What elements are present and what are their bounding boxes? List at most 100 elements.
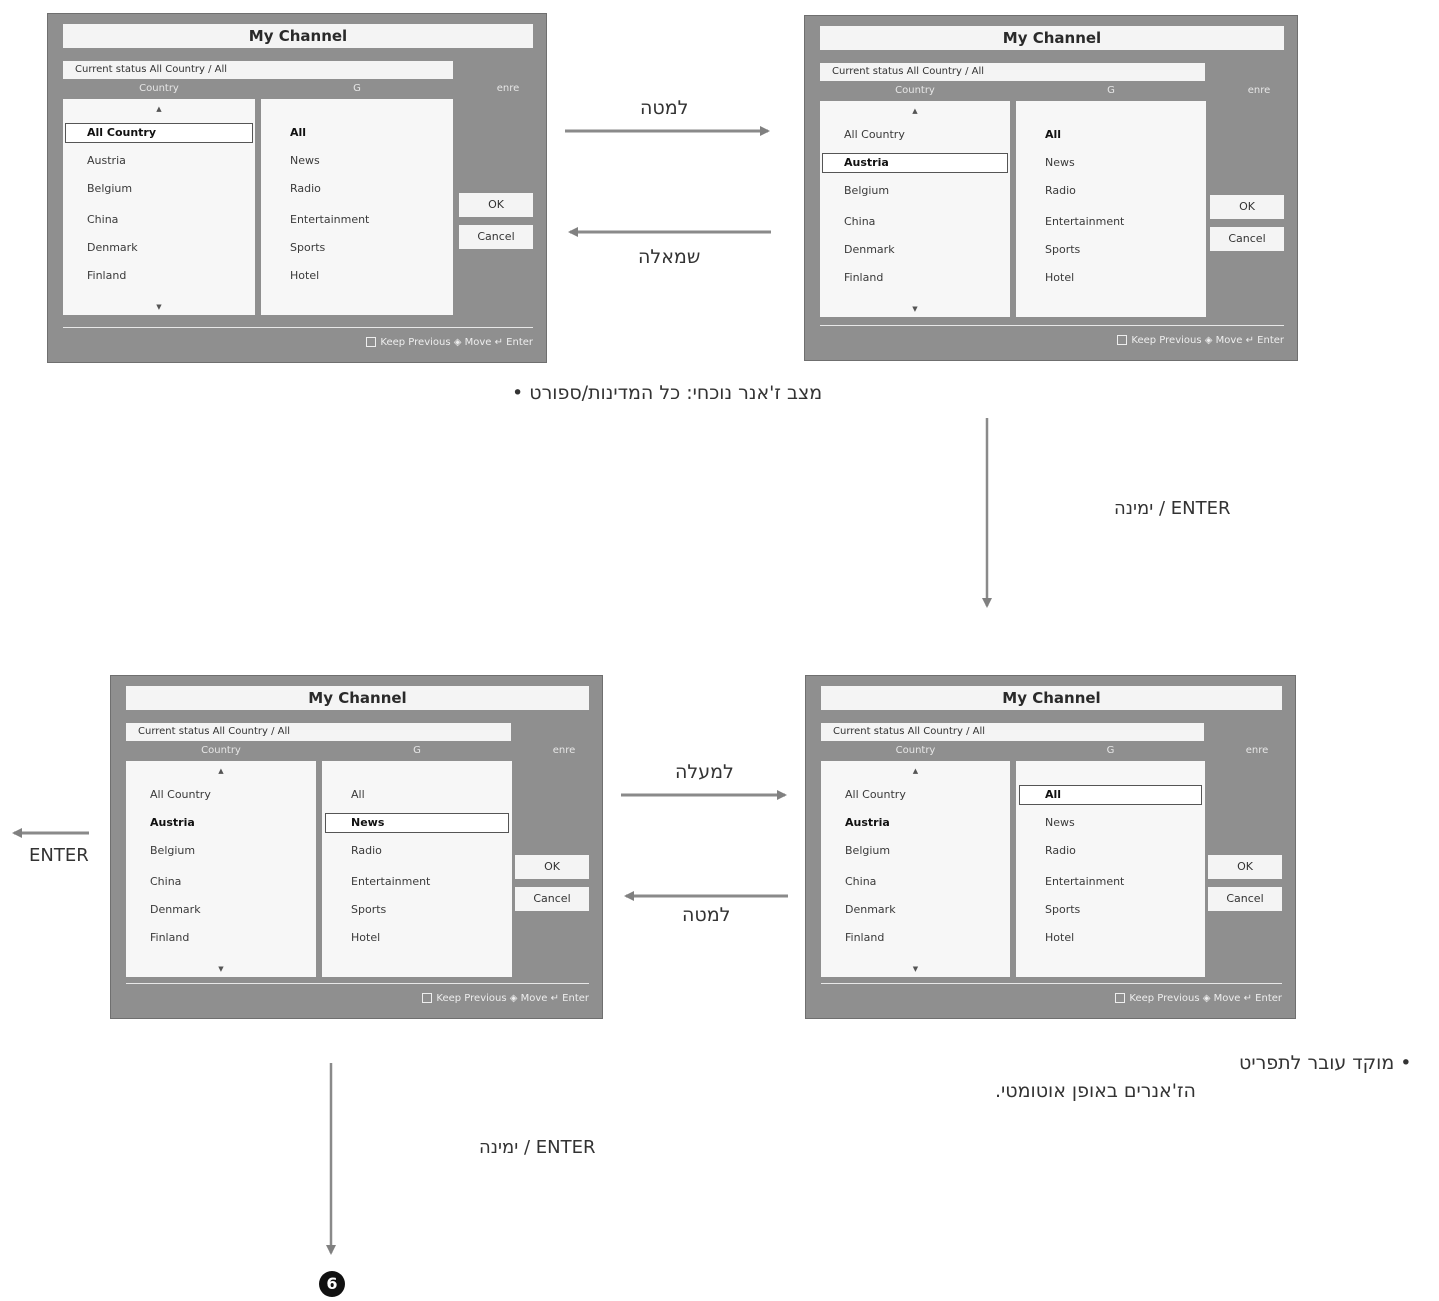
panel-title: My Channel	[821, 686, 1282, 710]
genre-item[interactable]: Hotel	[351, 931, 381, 944]
genre-column-header-part-g: G	[1106, 745, 1115, 756]
country-item[interactable]: Denmark	[150, 903, 201, 916]
genre-item[interactable]: Entertainment	[1045, 215, 1125, 228]
country-item[interactable]: Austria	[87, 154, 126, 167]
genre-item[interactable]: All	[1019, 785, 1202, 805]
genre-item[interactable]: Radio	[1045, 844, 1076, 857]
country-item[interactable]: Finland	[87, 269, 127, 282]
genre-column-header-part-enre: enre	[1245, 745, 1269, 756]
country-item[interactable]: Austria	[150, 816, 195, 829]
genre-item[interactable]: Entertainment	[290, 213, 370, 226]
country-item[interactable]: China	[150, 875, 182, 888]
genre-item[interactable]: News	[325, 813, 509, 833]
country-column-header: Country	[139, 83, 179, 94]
country-item[interactable]: China	[844, 215, 876, 228]
panel-title: My Channel	[63, 24, 533, 48]
country-column-header: Country	[201, 745, 241, 756]
label-enter-right-top: ENTER / ימינה	[1114, 498, 1231, 519]
genre-item[interactable]: Entertainment	[1045, 875, 1125, 888]
scroll-down-icon[interactable]: ▼	[156, 303, 162, 311]
ok-button[interactable]: OK	[515, 855, 589, 879]
footer-divider	[126, 983, 589, 984]
footer-divider	[821, 983, 1282, 984]
genre-item[interactable]: Sports	[290, 241, 326, 254]
current-status-bar: Current status All Country / All	[820, 63, 1205, 81]
genre-item[interactable]: Sports	[1045, 243, 1081, 256]
country-item[interactable]: All Country	[844, 128, 905, 141]
genre-item[interactable]: Sports	[351, 903, 387, 916]
genre-item[interactable]: Sports	[1045, 903, 1081, 916]
genre-item[interactable]: News	[1045, 816, 1075, 829]
scroll-up-icon[interactable]: ▲	[912, 767, 919, 775]
cancel-button[interactable]: Cancel	[515, 887, 589, 911]
caption-top: מצב ז'אנר נוכחי: כל המדינות/ספורט •	[512, 382, 823, 404]
label-left-top: שמאלה	[638, 246, 701, 268]
genre-item[interactable]: All	[290, 126, 307, 139]
country-item[interactable]: China	[845, 875, 877, 888]
current-status-bar: Current status All Country / All	[126, 723, 511, 741]
country-item[interactable]: Denmark	[845, 903, 896, 916]
country-item[interactable]: Belgium	[845, 844, 891, 857]
cancel-button[interactable]: Cancel	[459, 225, 533, 249]
country-item[interactable]: Austria	[822, 153, 1008, 173]
footer-key-guide: Keep Previous ◈ Move ↵ Enter	[820, 334, 1284, 348]
genre-item[interactable]: Hotel	[1045, 271, 1075, 284]
scroll-down-icon[interactable]: ▼	[912, 965, 919, 973]
scroll-up-icon[interactable]: ▲	[156, 105, 162, 113]
genre-item[interactable]: Radio	[1045, 184, 1076, 197]
country-item[interactable]: Austria	[845, 816, 890, 829]
genre-item[interactable]: All	[1045, 128, 1062, 141]
genre-item[interactable]: News	[290, 154, 320, 167]
footer-text: Keep Previous ◈ Move ↵ Enter	[1129, 993, 1282, 1004]
cancel-button[interactable]: Cancel	[1210, 227, 1284, 251]
cancel-button[interactable]: Cancel	[1208, 887, 1282, 911]
ok-button[interactable]: OK	[1208, 855, 1282, 879]
footer-text: Keep Previous ◈ Move ↵ Enter	[1131, 335, 1284, 346]
country-item[interactable]: All Country	[150, 788, 211, 801]
genre-item[interactable]: All	[351, 788, 365, 801]
keep-previous-icon	[366, 337, 377, 347]
genre-column-header-part-enre: enre	[1247, 85, 1271, 96]
country-item[interactable]: Belgium	[844, 184, 890, 197]
scroll-up-icon[interactable]: ▲	[218, 767, 224, 775]
country-item[interactable]: Denmark	[87, 241, 138, 254]
country-item[interactable]: Belgium	[150, 844, 196, 857]
label-enter-right-bottom: ENTER / ימינה	[479, 1137, 596, 1158]
country-item[interactable]: Finland	[845, 931, 885, 944]
label-up-bottom: למעלה	[675, 761, 734, 783]
country-item[interactable]: Finland	[150, 931, 190, 944]
scroll-up-icon[interactable]: ▲	[912, 107, 918, 115]
genre-column-header-part-g: G	[353, 83, 361, 94]
panel-title: My Channel	[126, 686, 589, 710]
country-item[interactable]: Finland	[844, 271, 884, 284]
genre-item[interactable]: Hotel	[290, 269, 320, 282]
scroll-down-icon[interactable]: ▼	[912, 305, 918, 313]
genre-item[interactable]: Entertainment	[351, 875, 431, 888]
genre-item[interactable]: Radio	[290, 182, 321, 195]
country-item[interactable]: China	[87, 213, 119, 226]
footer-text: Keep Previous ◈ Move ↵ Enter	[436, 993, 589, 1004]
genre-item[interactable]: News	[1045, 156, 1075, 169]
country-item[interactable]: Denmark	[844, 243, 895, 256]
genre-item[interactable]: Hotel	[1045, 931, 1075, 944]
genre-item[interactable]: Radio	[351, 844, 382, 857]
scroll-down-icon[interactable]: ▼	[218, 965, 224, 973]
ok-button[interactable]: OK	[1210, 195, 1284, 219]
country-item[interactable]: All Country	[845, 788, 906, 801]
country-item[interactable]: All Country	[65, 123, 253, 143]
country-item[interactable]: Belgium	[87, 182, 133, 195]
ok-button[interactable]: OK	[459, 193, 533, 217]
footer-text: Keep Previous ◈ Move ↵ Enter	[380, 337, 533, 348]
